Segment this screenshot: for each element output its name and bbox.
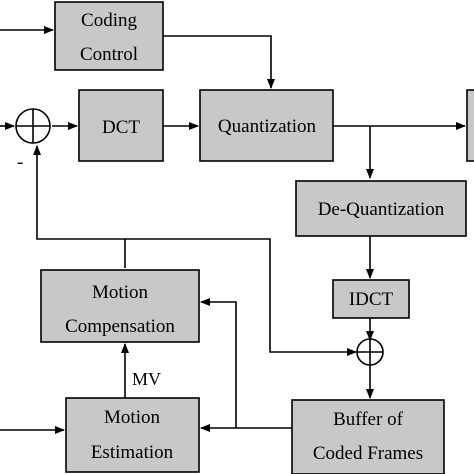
buffer-to-compensation-arrow [200,298,237,428]
adder [356,338,384,366]
coding-control-label-line2: Control [80,44,138,65]
quantization-label: Quantization [218,116,317,137]
minus-label: - [17,152,23,173]
motion-compensation-label-line1: Motion [92,282,148,303]
buffer-block: Buffer of Coded Frames [291,399,445,474]
dct-block: DCT [78,89,164,162]
motion-estimation-block: Motion Estimation [65,397,200,473]
coding-control-label-line1: Coding [81,10,137,31]
buffer-label-line1: Buffer of [333,409,403,430]
dct-label: DCT [102,117,140,138]
idct-label: IDCT [349,289,394,310]
dequantization-block: De-Quantization [295,180,467,237]
idct-block: IDCT [332,279,410,319]
compensation-to-subtractor-arrow [33,145,126,268]
mv-label: MV [132,369,161,389]
motion-compensation-block: Motion Compensation [40,269,200,343]
output-block-partial [466,89,474,162]
coding-control-to-quantization-arrow [163,35,275,89]
connectors [0,26,466,434]
motion-compensation-label-line2: Compensation [65,316,175,337]
quantization-block: Quantization [199,89,334,162]
coding-control-block: Coding Control [54,1,164,71]
compensation-to-adder-arrow [125,238,357,356]
subtractor [15,108,51,144]
buffer-label-line2: Coded Frames [313,443,423,464]
dequantization-label: De-Quantization [318,199,445,220]
motion-estimation-label-line1: Motion [104,407,160,428]
motion-estimation-label-line2: Estimation [91,442,174,463]
